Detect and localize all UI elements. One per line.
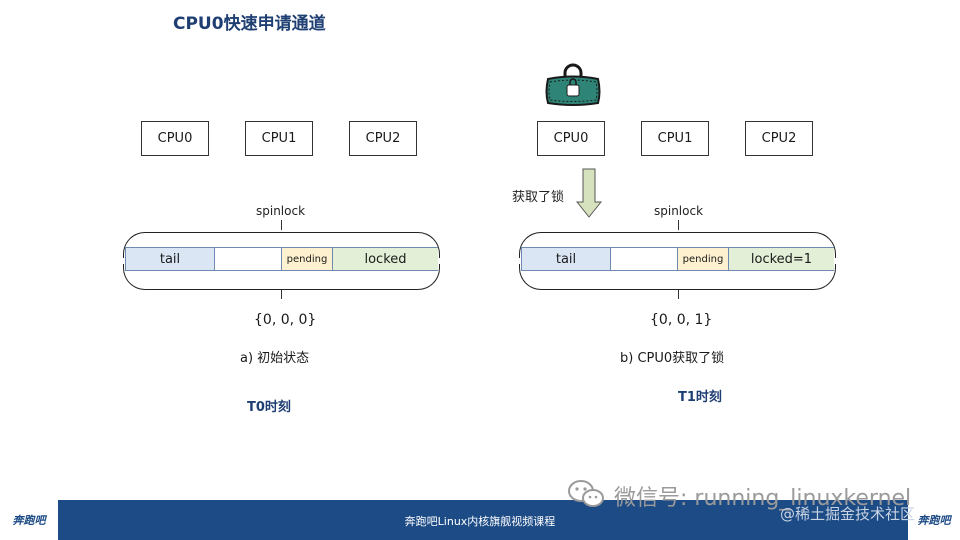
- left-tuple-value: {0, 0, 0}: [254, 312, 317, 328]
- right-pending-field: pending: [678, 248, 729, 270]
- left-locked-field: locked: [333, 248, 438, 270]
- juejin-watermark: @稀土掘金技术社区: [780, 505, 916, 523]
- right-bottom-brace: [519, 264, 836, 290]
- left-top-tick: [281, 220, 282, 230]
- right-top-tick: [678, 220, 679, 230]
- footer-bar: [0, 500, 960, 540]
- right-time-label: T1时刻: [678, 390, 722, 405]
- right-cpu1-box: CPU1: [641, 121, 709, 156]
- left-spinlock-label: spinlock: [256, 204, 306, 218]
- left-pending-field: pending: [282, 248, 333, 270]
- left-cpu1-box: CPU1: [245, 121, 313, 156]
- wechat-watermark: 微信号: running_linuxkernel: [614, 486, 912, 511]
- down-arrow-icon: [575, 168, 603, 222]
- page-title: CPU0快速申请通道: [173, 14, 326, 34]
- right-bottom-tick: [678, 289, 679, 299]
- footer-text: 奔跑吧Linux内核旗舰视频课程: [404, 515, 556, 528]
- wechat-icon: [566, 478, 606, 514]
- lock-icon: [545, 62, 601, 110]
- left-bottom-tick: [281, 289, 282, 299]
- footer-logo-left: 奔跑吧: [0, 500, 58, 540]
- right-cpu0-box: CPU0: [537, 121, 605, 156]
- right-locked-field: locked=1: [729, 248, 834, 270]
- right-spinlock-bar: tail pending locked=1: [521, 247, 834, 271]
- left-cpu2-box: CPU2: [349, 121, 417, 156]
- right-empty-field: [611, 248, 678, 270]
- right-cpu2-box: CPU2: [745, 121, 813, 156]
- left-empty-field: [215, 248, 282, 270]
- right-tuple-value: {0, 0, 1}: [650, 312, 713, 328]
- left-time-label: T0时刻: [247, 400, 291, 415]
- left-bottom-brace: [123, 264, 440, 290]
- right-caption: b) CPU0获取了锁: [620, 351, 725, 366]
- right-tail-field: tail: [522, 248, 611, 270]
- left-tail-field: tail: [126, 248, 215, 270]
- left-cpu0-box: CPU0: [141, 121, 209, 156]
- left-spinlock-bar: tail pending locked: [125, 247, 438, 271]
- footer-logo-right: 奔跑吧: [908, 500, 960, 540]
- left-caption: a) 初始状态: [240, 351, 310, 366]
- arrow-label: 获取了锁: [512, 190, 565, 205]
- right-spinlock-label: spinlock: [654, 204, 704, 218]
